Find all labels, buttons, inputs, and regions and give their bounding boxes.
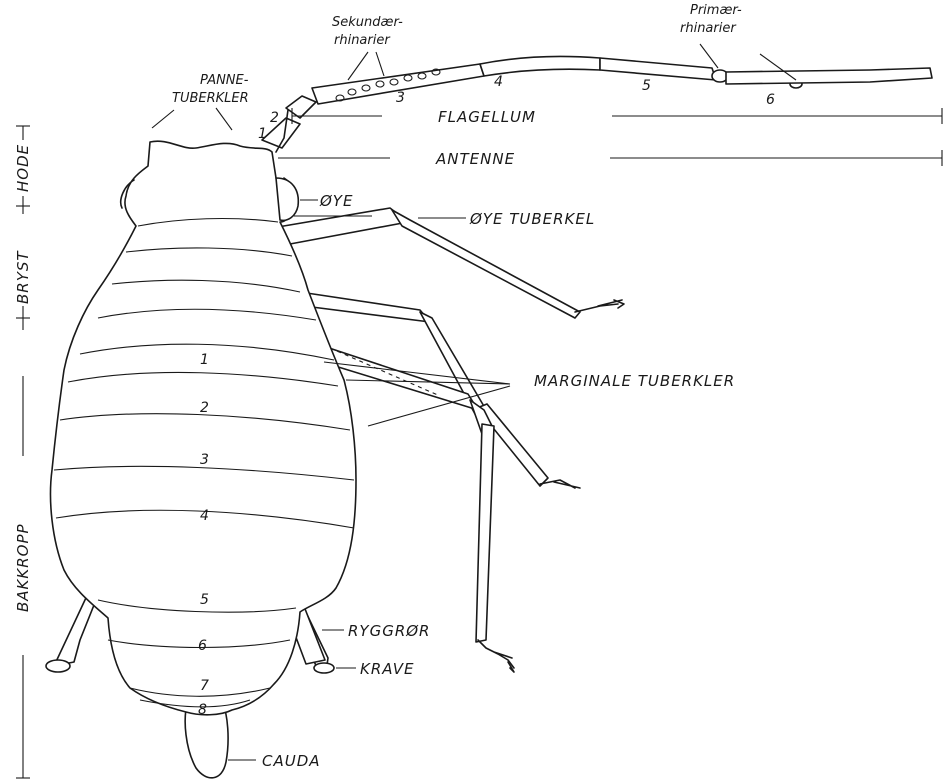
label-marginale: MARGINALE TUBERKLER xyxy=(534,372,735,390)
label-krave: KRAVE xyxy=(360,660,415,678)
antenna-segment-5: 5 xyxy=(642,78,651,94)
label-sekundaer-2: rhinarier xyxy=(334,33,391,48)
label-sekundaer-1: Sekundær- xyxy=(332,15,403,30)
abdomen-segment-3: 3 xyxy=(200,452,209,468)
label-oye-tuberkel: ØYE TUBERKEL xyxy=(469,210,595,228)
label-ryggror: RYGGRØR xyxy=(348,622,430,640)
antenna-segment-4: 4 xyxy=(494,74,503,90)
abdomen-segment-8: 8 xyxy=(198,702,207,718)
abdomen-segment-6: 6 xyxy=(198,638,207,654)
antenna-segment-2: 2 xyxy=(270,110,279,126)
side-label-bryst: BRYST xyxy=(14,250,32,304)
label-panne-1: PANNE- xyxy=(200,73,249,88)
label-oye: ØYE xyxy=(319,192,353,210)
antenna-segment-3: 3 xyxy=(396,90,405,106)
side-label-bakkropp: BAKKROPP xyxy=(14,523,32,612)
label-panne-2: TUBERKLER xyxy=(172,91,249,106)
label-primaer-1: Primær- xyxy=(690,3,742,18)
abdomen-segment-2: 2 xyxy=(200,400,209,416)
label-antenne: ANTENNE xyxy=(435,150,515,168)
side-label-hode: HODE xyxy=(14,144,32,192)
body-region-brackets xyxy=(16,126,30,778)
label-flagellum: FLAGELLUM xyxy=(438,108,536,126)
abdomen-segment-5: 5 xyxy=(200,592,209,608)
antenna xyxy=(262,56,932,152)
antenna-segment-1: 1 xyxy=(258,126,267,142)
abdomen-segment-1: 1 xyxy=(200,352,209,368)
abdomen-segment-7: 7 xyxy=(200,678,209,694)
label-primaer-2: rhinarier xyxy=(680,21,737,36)
antenna-segment-6: 6 xyxy=(766,92,775,108)
abdomen-segment-4: 4 xyxy=(200,508,209,524)
label-cauda: CAUDA xyxy=(262,752,321,770)
